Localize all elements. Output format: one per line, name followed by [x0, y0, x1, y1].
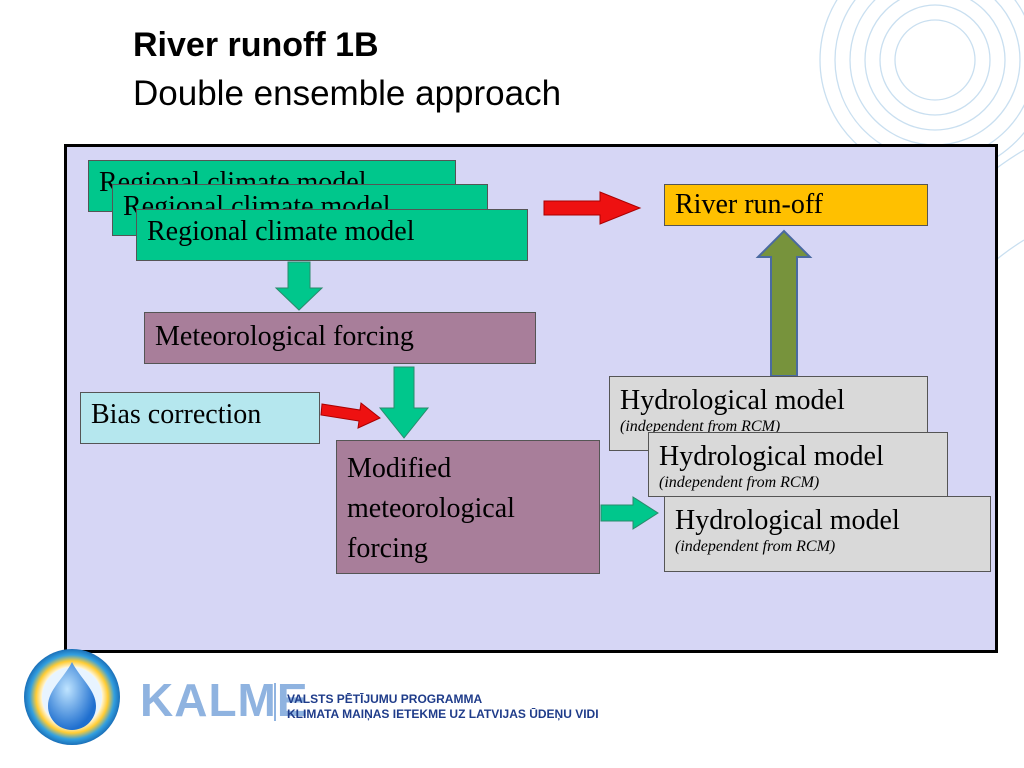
logo-divider [274, 683, 276, 721]
rcm-box-front: Regional climate model [136, 209, 528, 261]
olive-arrow-to-runoff [755, 229, 813, 377]
red-arrow-from-bias [320, 402, 381, 429]
hydro-label-front: Hydrological model [675, 505, 900, 536]
meteorological-forcing-box: Meteorological forcing [144, 312, 536, 364]
bias-correction-box: Bias correction [80, 392, 320, 444]
red-arrow-to-runoff [543, 191, 642, 225]
meteorological-forcing-label: Meteorological forcing [155, 321, 414, 352]
slide-title: River runoff 1B [133, 26, 379, 64]
program-line-1: VALSTS PĒTĪJUMU PROGRAMMA [287, 692, 483, 706]
hydro-sub-middle: (independent from RCM) [659, 474, 820, 491]
green-arrow-to-hydro [600, 496, 659, 530]
rcm-label-front: Regional climate model [147, 216, 415, 247]
hydro-sub-front: (independent from RCM) [675, 538, 836, 555]
river-runoff-label: River run-off [675, 189, 823, 220]
modified-forcing-box: Modified meteorological forcing [336, 440, 600, 574]
program-line-2: KLIMATA MAIŅAS IETEKME UZ LATVIJAS ŪDEŅU… [287, 707, 599, 721]
river-runoff-box: River run-off [664, 184, 928, 226]
kalme-logo-text: KALME [140, 674, 309, 726]
hydro-model-box-front: Hydrological model (independent from RCM… [664, 496, 991, 572]
bias-correction-label: Bias correction [91, 399, 262, 430]
green-arrow-to-modified [378, 366, 430, 439]
hydro-label-back: Hydrological model [620, 385, 845, 416]
green-arrow-to-forcing [274, 261, 324, 311]
modified-forcing-label: Modified meteorological forcing [347, 453, 515, 564]
slide-subtitle: Double ensemble approach [133, 74, 562, 113]
hydro-model-box-middle: Hydrological model (independent from RCM… [648, 432, 948, 497]
hydro-sub-back: (independent from RCM) [620, 418, 781, 435]
hydro-label-middle: Hydrological model [659, 441, 884, 472]
